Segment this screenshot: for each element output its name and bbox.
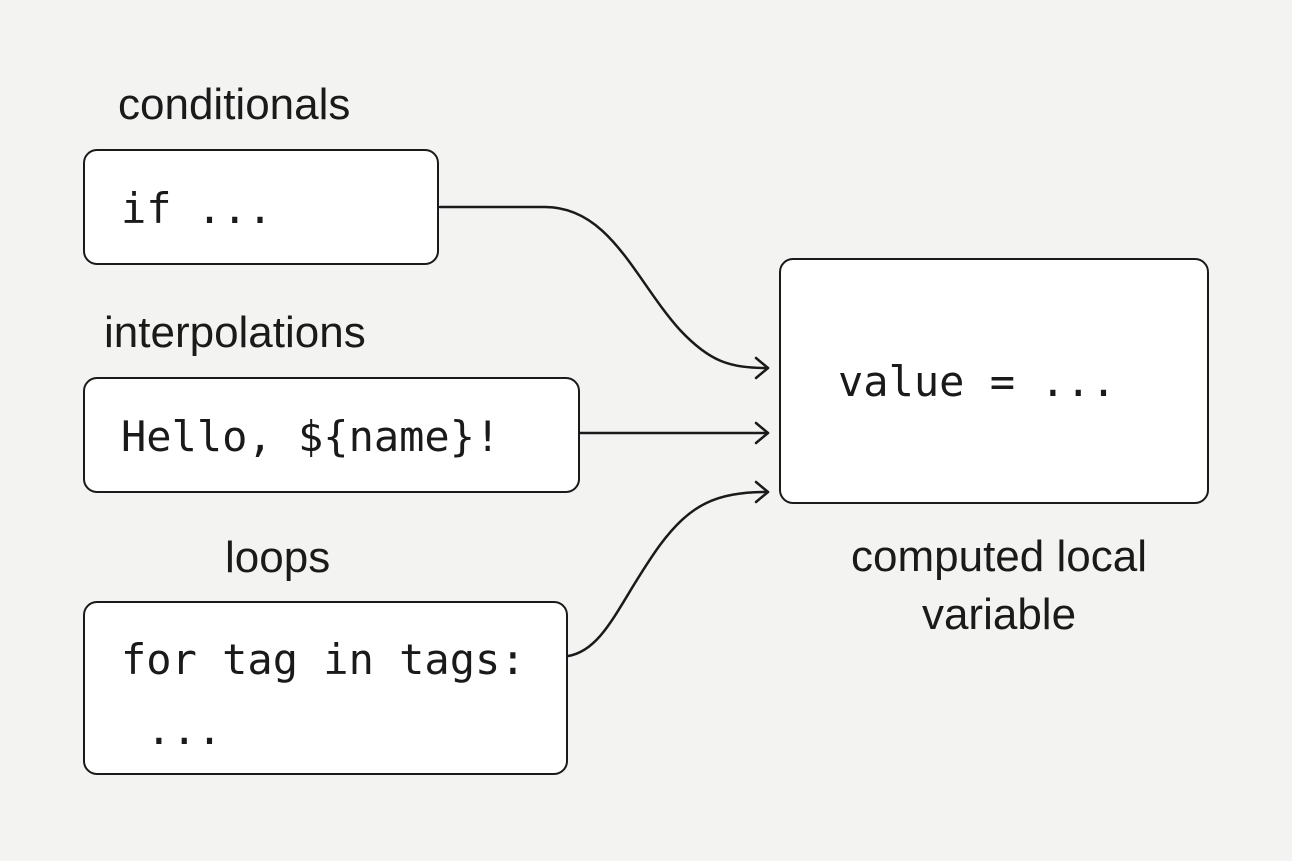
loops-box: for tag in tags: ... — [83, 601, 568, 775]
caption-line-2: variable — [921, 590, 1077, 639]
arrow-conditionals-to-value — [438, 205, 770, 370]
conditionals-code: if ... — [121, 184, 273, 233]
interpolations-box: Hello, ${name}! — [83, 377, 580, 493]
interpolations-label: interpolations — [104, 308, 366, 357]
arrow-loops-to-value — [566, 490, 770, 658]
computed-value-code: value = ... — [838, 357, 1117, 406]
arrowhead-conditionals — [754, 356, 770, 380]
loops-code-line2: ... — [121, 705, 223, 754]
computed-value-caption: computed local variable — [779, 528, 1219, 644]
computed-value-box: value = ... — [779, 258, 1209, 504]
loops-label: loops — [225, 533, 331, 582]
arrowhead-loops — [754, 480, 770, 504]
caption-line-1: computed local — [851, 532, 1147, 581]
conditionals-label: conditionals — [118, 80, 351, 129]
conditionals-box: if ... — [83, 149, 439, 265]
loops-code-line1: for tag in tags: — [121, 635, 526, 684]
arrowhead-interpolations — [754, 421, 770, 445]
interpolations-code: Hello, ${name}! — [121, 412, 501, 461]
